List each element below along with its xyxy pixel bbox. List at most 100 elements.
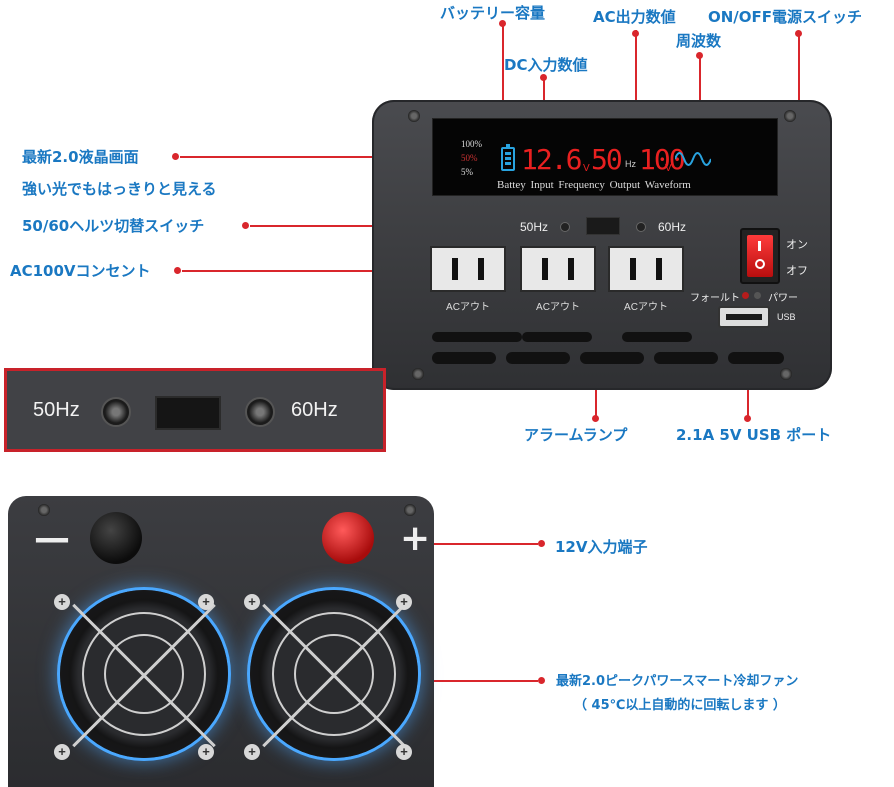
leader-dot-ac-outlet — [174, 267, 181, 274]
fan-screw-icon: + — [198, 594, 214, 610]
zoom-60hz-label: 60Hz — [291, 399, 338, 421]
fan-screw-icon: + — [54, 744, 70, 760]
front-50hz-indicator — [560, 222, 570, 232]
leader-dot-ac-output — [632, 30, 639, 37]
lcd-output-unit: V — [665, 163, 672, 174]
callout-alarm-lamp: アラームランプ — [524, 426, 628, 444]
frequency-switch-zoom: 50Hz 60Hz — [4, 368, 386, 452]
fan-screw-icon: + — [54, 594, 70, 610]
vent-slot — [654, 352, 718, 364]
zoom-50hz-label: 50Hz — [33, 399, 80, 421]
leader-dot-dc-input — [540, 74, 547, 81]
battery-icon — [501, 144, 515, 171]
leader-dot-usb — [744, 415, 751, 422]
ac-outlet-2[interactable] — [520, 246, 596, 292]
fault-led-icon — [742, 292, 749, 299]
lcd-output-voltage: 100 — [639, 143, 686, 176]
usb-label: USB — [777, 312, 796, 322]
leader-ac-outlet — [182, 270, 434, 272]
vent-slot — [432, 352, 496, 364]
leader-input-terminal — [378, 543, 538, 545]
power-rocker-switch[interactable] — [740, 228, 780, 284]
front-60hz-label: 60Hz — [658, 220, 687, 234]
ac-outlet-1-label: ACアウト — [446, 302, 490, 313]
front-50hz-label: 50Hz — [520, 220, 549, 234]
front-60hz-indicator — [636, 222, 646, 232]
front-frequency-switch[interactable] — [586, 217, 620, 235]
lcd-input-voltage: 12.6 — [521, 143, 582, 176]
fan-screw-icon: + — [396, 594, 412, 610]
fan-screw-icon: + — [244, 744, 260, 760]
callout-lcd-title: 最新2.0液晶画面 — [22, 148, 139, 166]
lcd-scale-high: 100% — [461, 139, 482, 149]
lcd-frequency-value: 50 — [591, 143, 623, 176]
zoom-60hz-indicator — [245, 397, 275, 427]
leader-cooling-fan — [410, 680, 538, 682]
callout-ac-outlet: AC100Vコンセント — [10, 262, 151, 280]
inverter-front-panel: 100% 50% 5% 12.6 V 50 Hz 100 V Battey In… — [372, 100, 832, 390]
vent-slot — [432, 332, 522, 342]
callout-dc-input-value: DC入力数値 — [504, 56, 588, 74]
leader-dot-input-terminal — [538, 540, 545, 547]
positive-sign: + — [400, 518, 431, 559]
power-led-icon — [754, 292, 761, 299]
leader-dot-frequency — [696, 52, 703, 59]
fan-screw-icon: + — [396, 744, 412, 760]
vent-slot — [728, 352, 784, 364]
callout-frequency: 周波数 — [676, 32, 722, 50]
leader-ac-output — [635, 30, 637, 150]
switch-on-label: オン — [786, 238, 808, 251]
screw-icon — [412, 368, 424, 380]
screw-icon — [780, 368, 792, 380]
usb-port[interactable] — [718, 306, 770, 328]
zoom-frequency-switch[interactable] — [155, 396, 221, 430]
negative-sign: — — [34, 518, 70, 559]
leader-dot-lcd — [172, 153, 179, 160]
callout-cooling-fan-note: （ 45℃以上自動的に回転します ） — [574, 698, 786, 713]
callout-usb-port: 2.1A 5V USB ポート — [676, 426, 832, 444]
ac-outlet-1[interactable] — [430, 246, 506, 292]
vent-slot — [622, 332, 692, 342]
leader-battery — [502, 22, 504, 150]
inverter-back-panel: — + + + + + + + + + — [8, 496, 434, 787]
lcd-scale-mid: 50% — [461, 153, 478, 163]
leader-dot-alarm — [592, 415, 599, 422]
vent-slot — [580, 352, 644, 364]
callout-freq-switch: 50/60ヘルツ切替スイッチ — [22, 217, 205, 235]
screw-icon — [784, 110, 796, 122]
lcd-scale-low: 5% — [461, 167, 473, 177]
positive-terminal[interactable] — [322, 512, 374, 564]
callout-battery-capacity: バッテリー容量 — [440, 4, 546, 22]
lcd-frequency-unit: Hz — [625, 159, 636, 169]
fan-screw-icon: + — [198, 744, 214, 760]
screw-icon — [408, 110, 420, 122]
power-label: パワー — [768, 293, 798, 304]
callout-ac-output-value: AC出力数値 — [593, 8, 676, 26]
leader-dot-freq-switch — [242, 222, 249, 229]
cooling-fan-right — [250, 590, 418, 758]
leader-dot-battery — [499, 20, 506, 27]
switch-off-label: オフ — [786, 264, 808, 277]
fan-screw-icon: + — [244, 594, 260, 610]
callout-lcd-subtitle: 強い光でもはっきりと見える — [22, 180, 217, 198]
sine-wave-icon — [675, 152, 711, 166]
ac-outlet-2-label: ACアウト — [536, 302, 580, 313]
vent-slot — [506, 352, 570, 364]
lcd-battery-scale: 100% 50% 5% — [461, 137, 482, 179]
lcd-display: 100% 50% 5% 12.6 V 50 Hz 100 V Battey In… — [432, 118, 778, 196]
leader-dot-power-switch — [795, 30, 802, 37]
callout-input-terminal: 12V入力端子 — [555, 538, 648, 556]
fault-label: フォールト — [690, 293, 740, 304]
ac-outlet-3[interactable] — [608, 246, 684, 292]
cooling-fan-left — [60, 590, 228, 758]
callout-power-switch: ON/OFF電源スイッチ — [708, 8, 863, 26]
lcd-legend: Battey Input Frequency Output Waveform — [497, 179, 691, 191]
screw-icon — [404, 504, 416, 516]
lcd-input-unit: V — [583, 163, 590, 174]
callout-cooling-fan: 最新2.0ピークパワースマート冷却ファン — [556, 674, 799, 689]
ac-outlet-3-label: ACアウト — [624, 302, 668, 313]
zoom-50hz-indicator — [101, 397, 131, 427]
vent-slot — [522, 332, 592, 342]
negative-terminal[interactable] — [90, 512, 142, 564]
screw-icon — [38, 504, 50, 516]
